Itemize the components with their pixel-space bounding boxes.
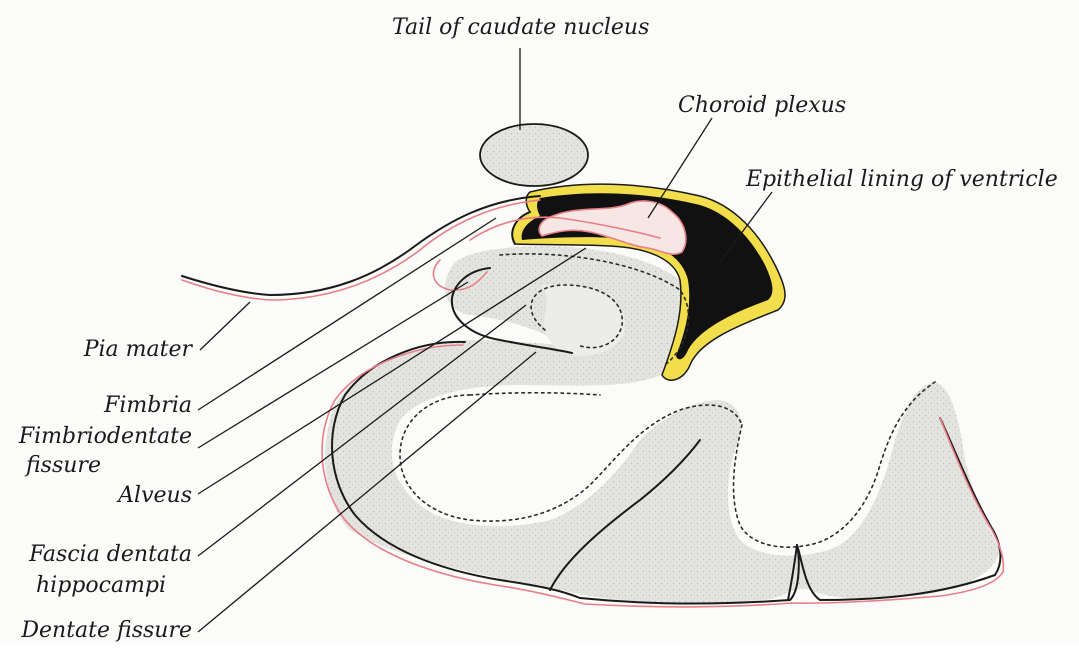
label-alveus: Alveus bbox=[116, 483, 192, 508]
label-fimbriodentate: Fimbriodentate bbox=[18, 424, 192, 449]
label-dentate-fissure: Dentate fissure bbox=[20, 618, 192, 643]
label-fimbriodentate-fissure: fissure bbox=[24, 453, 101, 478]
hippocampus-grey-matter bbox=[325, 246, 1000, 603]
label-hippocampi: hippocampi bbox=[36, 573, 166, 598]
label-fascia-dentata: Fascia dentata bbox=[28, 542, 192, 567]
label-tail-of-caudate-nucleus: Tail of caudate nucleus bbox=[392, 15, 649, 40]
label-choroid-plexus: Choroid plexus bbox=[678, 93, 846, 118]
label-pia-mater: Pia mater bbox=[83, 337, 194, 362]
label-epithelial-lining: Epithelial lining of ventricle bbox=[745, 167, 1058, 192]
cortex-boundary-inner bbox=[470, 393, 600, 395]
label-fimbria: Fimbria bbox=[103, 393, 192, 418]
caudate-nucleus-tail bbox=[480, 124, 588, 186]
leader-pia bbox=[200, 302, 250, 350]
